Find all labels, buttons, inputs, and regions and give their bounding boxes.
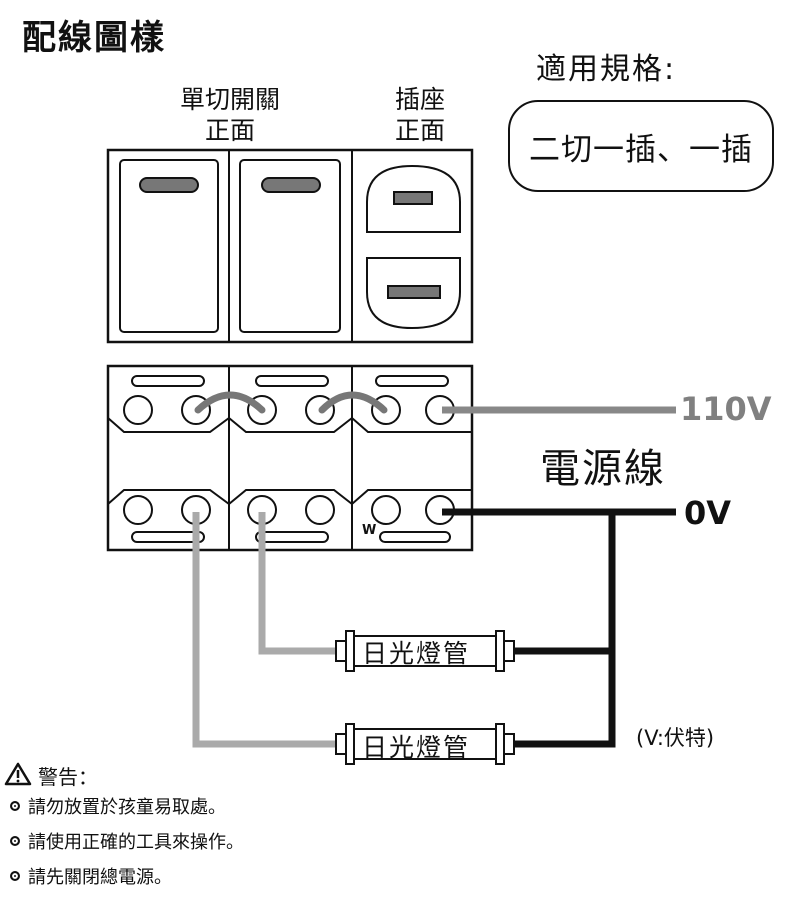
warning-title-text: 警告： bbox=[38, 764, 98, 789]
spec-value: 二切一插、一插 bbox=[529, 131, 753, 168]
warning-item: 請先關閉總電源。 bbox=[10, 858, 244, 893]
warning-item-text: 請勿放置於孩童易取處。 bbox=[28, 796, 226, 818]
back-panel bbox=[106, 364, 474, 552]
warning-item-text: 請使用正確的工具來操作。 bbox=[28, 831, 244, 853]
neutral-voltage-label: 0V bbox=[684, 494, 732, 532]
tube-2-label: 日光燈管 bbox=[362, 733, 471, 762]
tube-1-label: 日光燈管 bbox=[362, 639, 471, 668]
live-voltage-label: 110V bbox=[680, 390, 772, 428]
warning-item: 請使用正確的工具來操作。 bbox=[10, 823, 244, 858]
switch-front-label: 單切開關 正面 bbox=[179, 85, 280, 145]
rocker-switch-1 bbox=[119, 159, 219, 333]
terminal-w-label: W bbox=[362, 523, 377, 538]
fluorescent-tube-1 bbox=[335, 630, 515, 672]
load-wires bbox=[192, 512, 336, 748]
socket-front-label: 插座 正面 bbox=[394, 85, 445, 145]
warning-section: 警告： 請勿放置於孩童易取處。 請使用正確的工具來操作。 請先關閉總電源。 bbox=[6, 762, 244, 893]
spec-title: 適用規格: bbox=[536, 52, 677, 87]
socket-outlet bbox=[366, 164, 461, 330]
warning-title: 警告： bbox=[6, 762, 244, 789]
bullet-icon bbox=[10, 835, 20, 846]
fluorescent-tube-2 bbox=[335, 723, 515, 765]
neutral-wire bbox=[442, 508, 676, 748]
page-title: 配線圖樣 bbox=[22, 18, 166, 58]
front-panel bbox=[106, 148, 474, 344]
warning-item-text: 請先關閉總電源。 bbox=[28, 866, 172, 888]
bullet-icon bbox=[10, 870, 20, 881]
power-cord-label: 電源線 bbox=[540, 446, 666, 492]
warning-item: 請勿放置於孩童易取處。 bbox=[10, 788, 244, 823]
bullet-icon bbox=[10, 800, 20, 811]
live-jumpers bbox=[194, 391, 388, 414]
unit-note: (V:伏特) bbox=[636, 726, 715, 750]
rocker-switch-2 bbox=[239, 159, 341, 333]
warning-icon bbox=[4, 762, 32, 786]
spec-box: 二切一插、一插 bbox=[508, 100, 774, 192]
